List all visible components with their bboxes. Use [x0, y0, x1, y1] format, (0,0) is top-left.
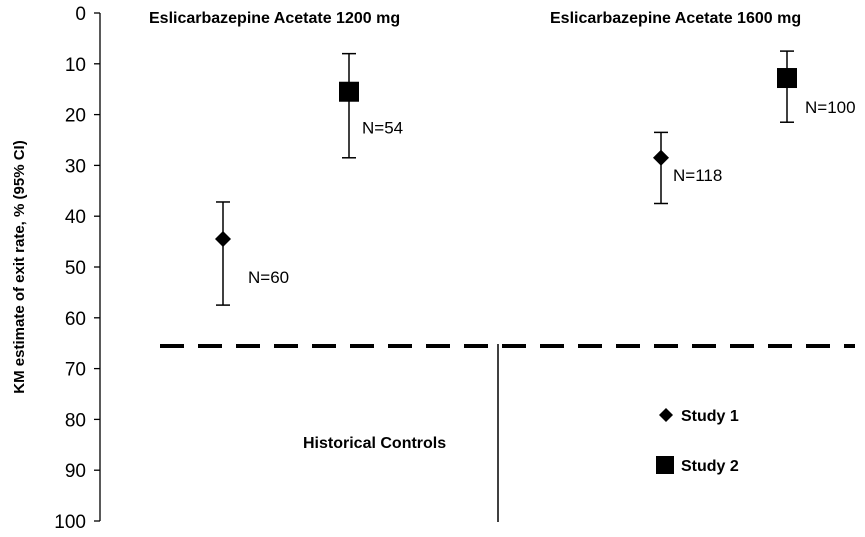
y-tick-label: 60: [65, 309, 86, 330]
y-tick-label: 20: [65, 106, 86, 127]
legend-item-study-2: Study 2: [656, 456, 739, 475]
y-tick-label: 30: [65, 156, 86, 177]
panel-title-1600mg: Eslicarbazepine Acetate 1600 mg: [550, 10, 801, 27]
legend-label-study-1: Study 1: [681, 408, 739, 425]
n-label: N=60: [248, 268, 289, 287]
reference-line-label: Historical Controls: [303, 435, 446, 452]
diamond-marker: [653, 149, 669, 166]
data-points: N=60 N=118 N=54 N=100: [215, 50, 856, 306]
y-tick-label: 80: [65, 410, 86, 431]
legend-item-study-1: Study 1: [659, 408, 739, 425]
y-tick-label: 100: [54, 512, 86, 533]
y-tick-label: 10: [65, 55, 86, 76]
y-ticks: 0 10 20 30 40 50 60 70 80 90 100: [54, 4, 100, 533]
n-label: N=100: [805, 98, 856, 117]
y-tick-label: 50: [65, 258, 86, 279]
y-tick-label: 90: [65, 461, 86, 482]
y-tick-label: 70: [65, 360, 86, 381]
y-axis: 0 10 20 30 40 50 60 70 80 90 100 KM estimate of ex…: [11, 4, 101, 533]
diamond-marker: [215, 231, 231, 248]
panel-title-1200mg: Eslicarbazepine Acetate 1200 mg: [149, 10, 400, 27]
legend-diamond-icon: [659, 408, 673, 422]
legend-square-icon: [656, 456, 674, 474]
y-tick-label: 0: [75, 4, 86, 25]
y-tick-label: 40: [65, 207, 86, 228]
legend: Study 1 Study 2: [656, 408, 739, 475]
n-label: N=118: [673, 166, 722, 185]
y-axis-label: KM estimate of exit rate, % (95% CI): [11, 140, 28, 393]
legend-label-study-2: Study 2: [681, 458, 739, 475]
n-label: N=54: [362, 119, 403, 138]
square-marker: [777, 68, 797, 89]
square-marker: [339, 81, 359, 102]
